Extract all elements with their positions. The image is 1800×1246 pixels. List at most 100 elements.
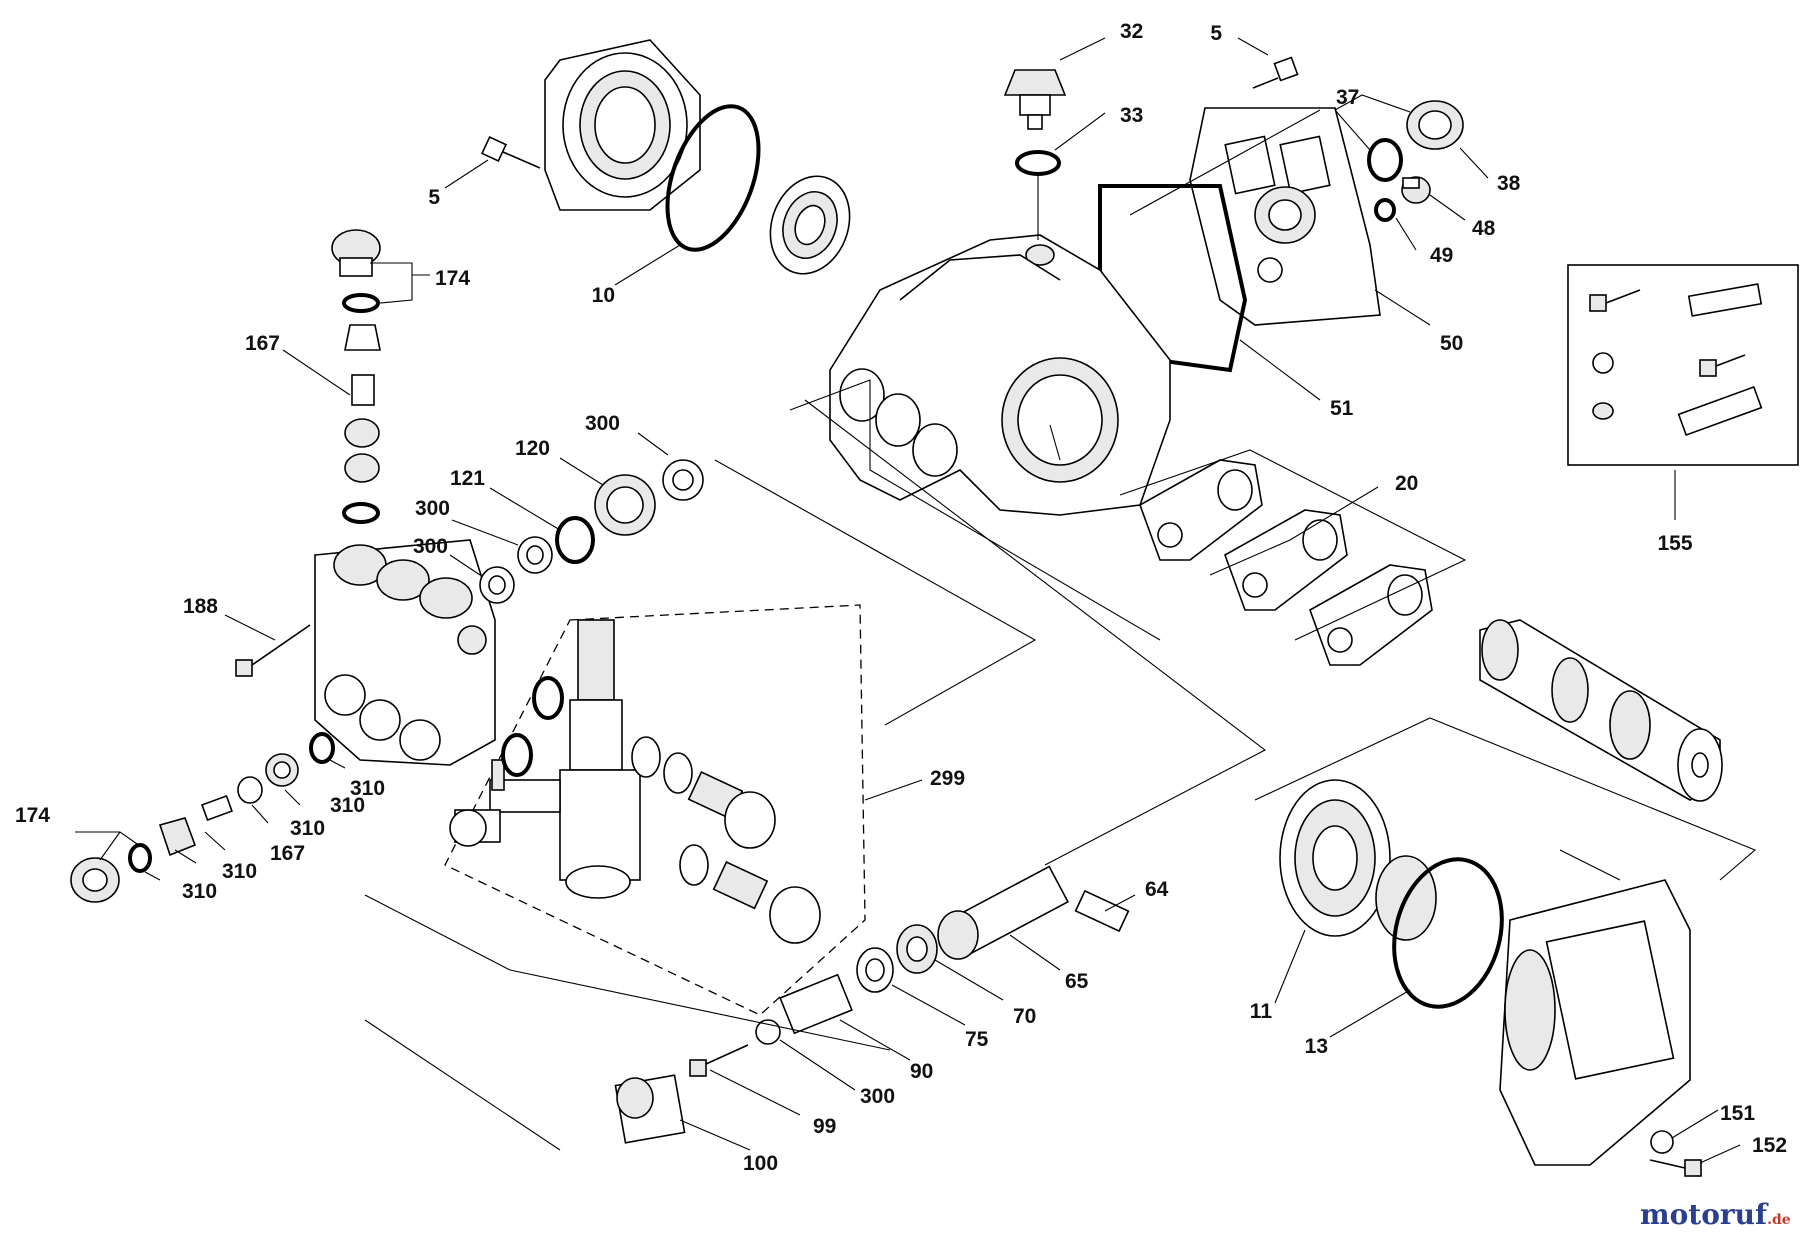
leader-lines	[75, 37, 1741, 1164]
label-5-left: 5	[428, 186, 440, 209]
accessory-kit-box	[1567, 264, 1799, 466]
valve-seat-310	[265, 753, 299, 787]
label-300-top: 300	[585, 412, 620, 435]
plug-37-part	[1406, 100, 1464, 150]
nut-100	[614, 1074, 686, 1144]
ring-300-low	[479, 566, 515, 604]
connecting-rods-part	[1139, 459, 1433, 666]
o-ring-167	[342, 502, 380, 524]
o-ring-310-b	[128, 843, 152, 873]
pin-64	[1074, 889, 1130, 933]
label-32: 32	[1120, 20, 1143, 43]
label-75: 75	[965, 1028, 989, 1051]
crankshaft-part	[1479, 619, 1723, 802]
guide-line-e	[1119, 449, 1467, 641]
label-37: 37	[1336, 86, 1359, 109]
label-64: 64	[1145, 878, 1169, 901]
roller-bearing-part	[769, 175, 851, 275]
seal-70	[896, 924, 938, 974]
guide-line-b	[804, 399, 1267, 866]
label-300-bottom: 300	[860, 1085, 895, 1108]
bolt-152	[1649, 1159, 1702, 1177]
sleeve-90	[779, 973, 853, 1035]
guide-line-d	[1049, 424, 1061, 461]
label-174-top: 174	[435, 267, 470, 290]
valve-cap-174-top	[331, 229, 381, 277]
label-5-top: 5	[1210, 22, 1222, 45]
label-65: 65	[1065, 970, 1089, 993]
label-20: 20	[1395, 472, 1418, 495]
o-ring-unloader-a	[532, 676, 564, 720]
o-ring-121	[555, 516, 595, 564]
label-310-d: 310	[222, 860, 257, 883]
lock-washer-151	[1650, 1130, 1674, 1154]
bearing-11	[1279, 779, 1391, 937]
spring-167-lower	[201, 795, 233, 821]
label-167-top: 167	[245, 332, 280, 355]
label-13: 13	[1305, 1035, 1328, 1058]
guide-line-f	[364, 894, 891, 1051]
rear-cover-part	[1189, 107, 1381, 326]
ring-75	[856, 947, 894, 993]
ring-38	[1367, 138, 1403, 182]
o-ring-10	[665, 104, 761, 252]
label-48: 48	[1472, 217, 1496, 240]
bearing-flange-part	[544, 39, 701, 211]
valve-ring-310	[237, 776, 263, 804]
label-310-b: 310	[330, 794, 365, 817]
label-50: 50	[1440, 332, 1463, 355]
unloader-valve-part	[449, 619, 641, 899]
label-11: 11	[1250, 1000, 1273, 1023]
label-152: 152	[1752, 1134, 1787, 1157]
guide-line-g	[364, 1019, 561, 1151]
label-299: 299	[930, 767, 965, 790]
plug-48-part	[1401, 176, 1431, 204]
label-310-a: 310	[350, 777, 385, 800]
label-120: 120	[515, 437, 550, 460]
valve-cage-310	[158, 817, 197, 857]
label-121: 121	[450, 467, 485, 490]
o-ring-174-top	[342, 293, 380, 313]
guide-line-a	[714, 459, 1037, 726]
o-ring-310-a	[309, 732, 335, 764]
label-310-e: 310	[182, 880, 217, 903]
washer-300	[755, 1019, 781, 1045]
label-33: 33	[1120, 104, 1143, 127]
label-174-lower: 174	[15, 804, 50, 827]
watermark-suffix: .de	[1767, 1212, 1791, 1228]
bearing-housing-part	[1499, 879, 1691, 1166]
o-ring-13	[1392, 857, 1504, 1009]
label-49: 49	[1430, 244, 1453, 267]
label-151: 151	[1720, 1102, 1755, 1125]
crankcase-part	[829, 234, 1171, 516]
label-70: 70	[1013, 1005, 1036, 1028]
banjo-bolt-upper	[687, 771, 776, 849]
valve-cap-174-lower	[70, 857, 120, 903]
guide-line-c	[789, 379, 1161, 641]
label-310-c: 310	[290, 817, 325, 840]
bolt-188	[235, 624, 311, 677]
label-100: 100	[743, 1152, 778, 1175]
ring-unloader-e	[679, 844, 709, 886]
ring-unloader-c	[631, 736, 661, 778]
label-51: 51	[1330, 397, 1354, 420]
ring-300-mid	[517, 536, 553, 574]
watermark-main: motoruf	[1640, 1198, 1769, 1231]
manifold-head-part	[314, 539, 496, 766]
o-ring-unloader-b	[501, 733, 533, 777]
label-99: 99	[813, 1115, 836, 1138]
plug-32-part	[1003, 69, 1067, 130]
o-ring-33	[1015, 150, 1061, 176]
ring-unloader-d	[663, 752, 693, 794]
o-ring-49	[1374, 198, 1396, 222]
label-167-lower: 167	[270, 842, 305, 865]
label-155: 155	[1657, 532, 1692, 555]
label-10: 10	[592, 284, 615, 307]
label-38: 38	[1497, 172, 1521, 195]
packing-120	[594, 474, 656, 536]
bolt-5-left	[480, 135, 541, 169]
label-188: 188	[183, 595, 218, 618]
ring-300-top	[662, 459, 704, 501]
